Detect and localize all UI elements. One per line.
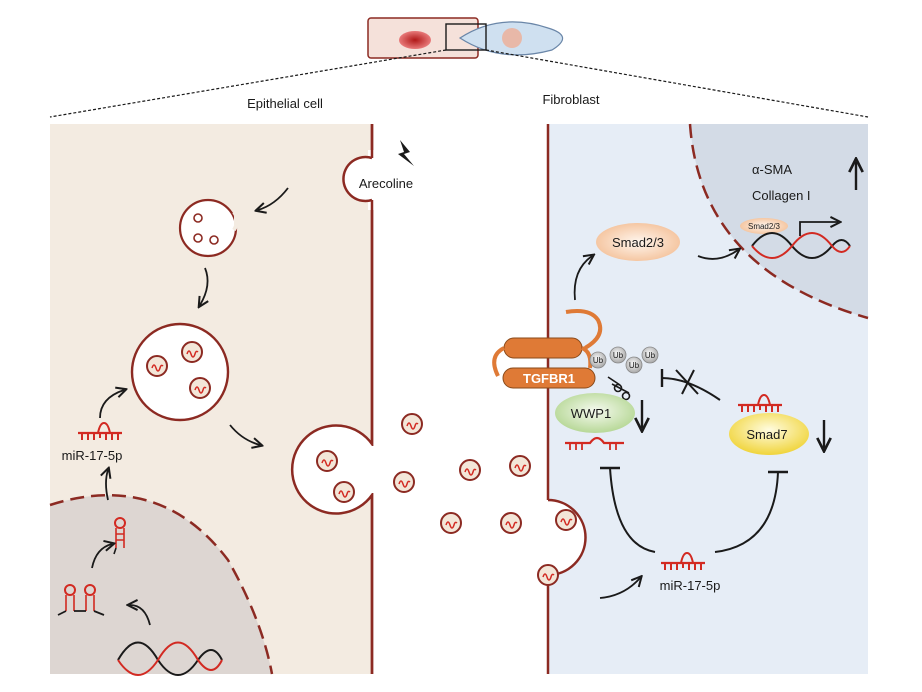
arrow-dna-to-pri xyxy=(130,605,151,626)
smad23-node xyxy=(596,223,680,261)
alpha-sma-label: α-SMA xyxy=(752,162,792,177)
extracellular-exosomes xyxy=(393,413,531,534)
ub-label-1: Ub xyxy=(593,356,604,365)
fibroblast-title: Fibroblast xyxy=(542,92,599,107)
arrow-to-secretion xyxy=(229,424,260,445)
arrow-tgfbr1-smad23 xyxy=(573,256,592,301)
early-endosome xyxy=(178,198,239,258)
arrow-uptake-to-mir xyxy=(599,578,640,599)
smad23-label: Smad2/3 xyxy=(612,235,664,250)
ub-label-2: Ub xyxy=(613,351,624,360)
dna-helix-left xyxy=(117,641,223,676)
dna-helix-right xyxy=(751,232,851,259)
endocytic-pit xyxy=(342,124,376,440)
arrow-pri-to-pre xyxy=(91,544,112,569)
pri-mirna xyxy=(57,584,105,616)
arrow-to-mvb xyxy=(200,267,208,305)
tgfbr1-receptor xyxy=(492,309,603,389)
arrow-endocytosis xyxy=(258,187,289,210)
smad7-node xyxy=(729,413,809,455)
exosome-uptake xyxy=(537,498,587,586)
smad23-small-node xyxy=(740,218,788,234)
ubiquitin-cluster: Ub Ub Ub Ub xyxy=(589,346,659,374)
smad7-label: Smad7 xyxy=(746,427,787,442)
arrow-mir-to-mvb xyxy=(99,390,124,419)
wwp1-mrna xyxy=(565,436,624,450)
mvb-fusion xyxy=(290,424,378,674)
smad23-small-label: Smad2/3 xyxy=(748,222,781,231)
arecoline-label: Arecoline xyxy=(359,176,413,191)
tgfbr1-label: TGFBR1 xyxy=(523,371,575,386)
lightning-icon xyxy=(398,140,414,166)
wwp1-node xyxy=(555,393,635,433)
epithelial-cell-title: Epithelial cell xyxy=(247,96,323,111)
top-cell-thumbnail xyxy=(49,17,869,118)
multivesicular-body xyxy=(130,322,230,422)
transcription-start-arrow xyxy=(799,222,838,236)
scissors-icon xyxy=(607,376,631,401)
cross-mark-icon xyxy=(675,369,699,395)
epithelial-nucleus xyxy=(49,493,274,675)
inhibit-mir-smad7 xyxy=(714,471,779,553)
inhibit-mir-wwp1 xyxy=(609,467,656,553)
ub-label-3: Ub xyxy=(629,361,640,370)
arrow-out-of-nucleus xyxy=(106,470,108,501)
collagen-label: Collagen I xyxy=(752,188,811,203)
mir-label-left: miR-17-5p xyxy=(62,448,123,463)
arrow-smad23-nucleus xyxy=(697,250,738,260)
ub-label-4: Ub xyxy=(645,351,656,360)
wwp1-label: WWP1 xyxy=(571,406,611,421)
mir-label-right: miR-17-5p xyxy=(660,578,721,593)
